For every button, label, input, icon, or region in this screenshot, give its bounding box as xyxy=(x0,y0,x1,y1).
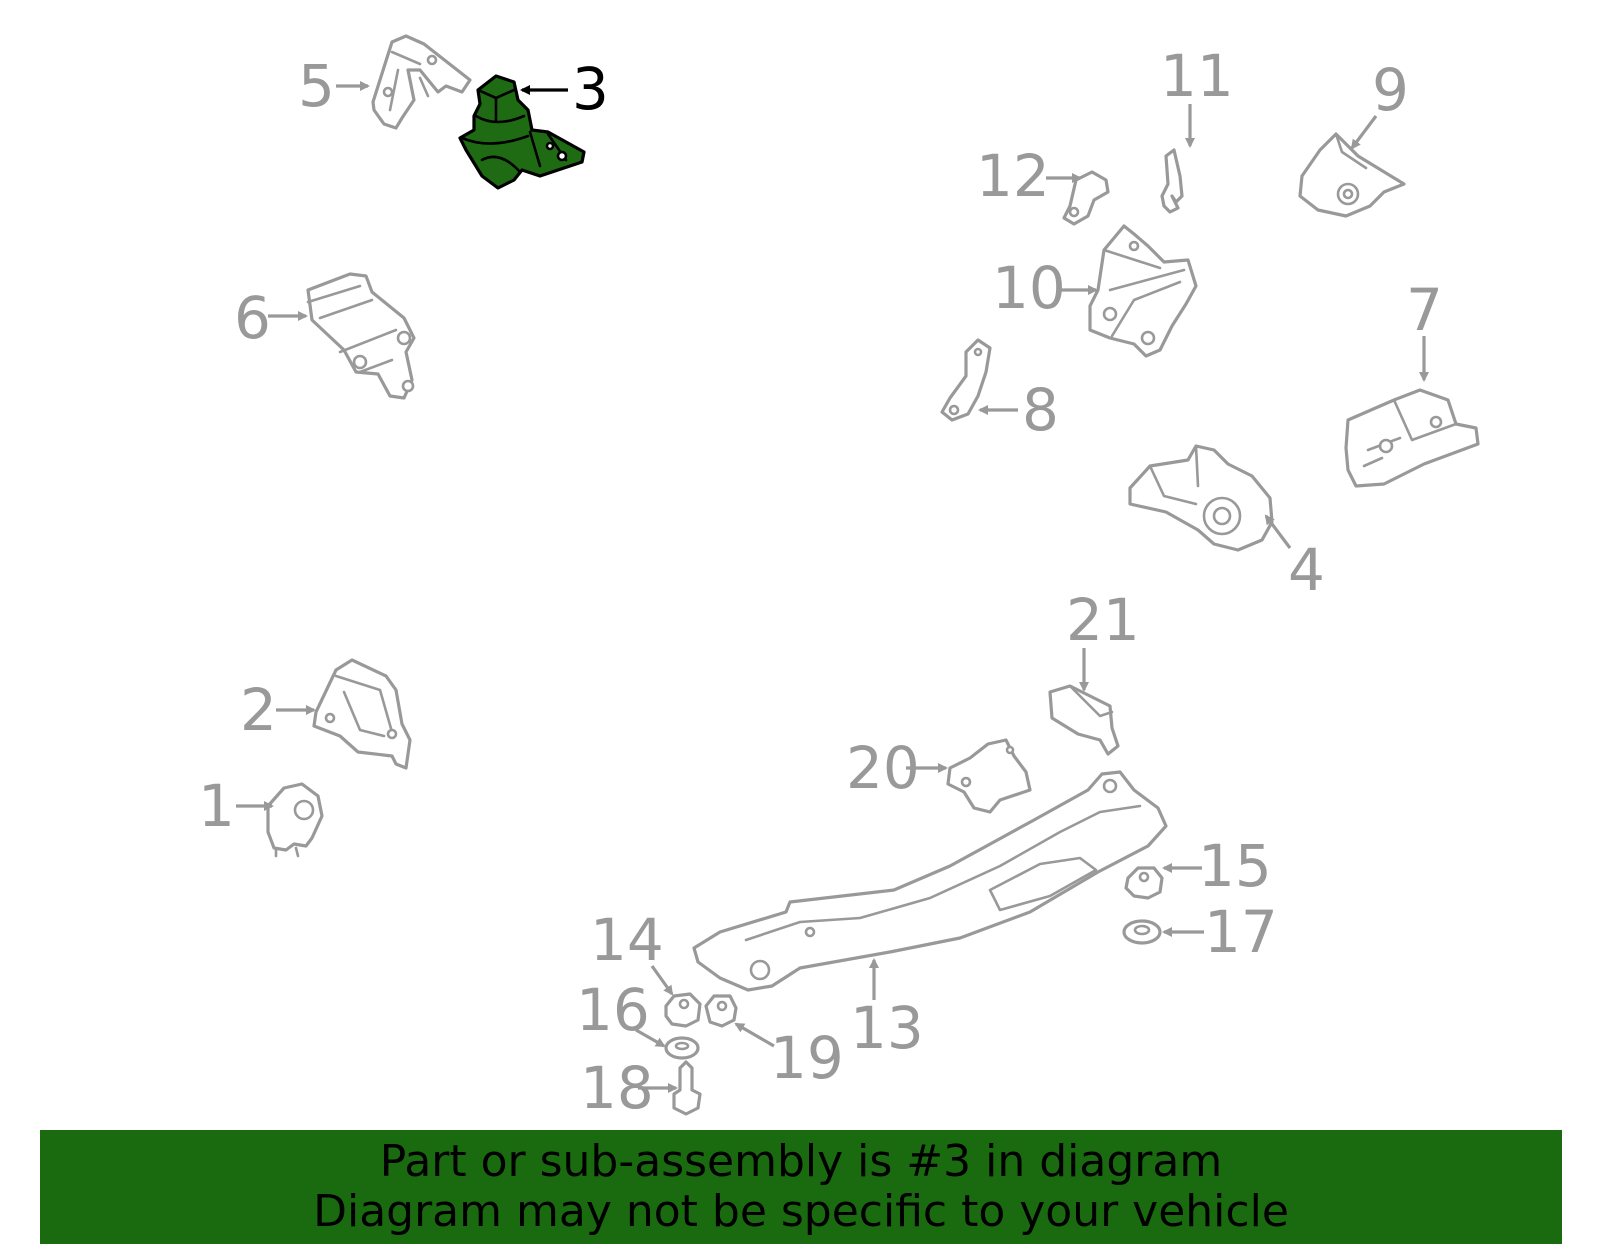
part-21-sensor[interactable] xyxy=(1048,684,1120,756)
part-10-bracket[interactable] xyxy=(1088,224,1198,358)
part-11-clip[interactable] xyxy=(1160,148,1184,214)
callout-5[interactable]: 5 xyxy=(298,52,335,120)
callout-20[interactable]: 20 xyxy=(846,734,920,802)
part-2-bracket[interactable] xyxy=(312,658,412,770)
callout-11[interactable]: 11 xyxy=(1160,42,1234,110)
banner-line-1: Part or sub-assembly is #3 in diagram xyxy=(379,1136,1223,1187)
callout-3[interactable]: 3 xyxy=(572,55,609,123)
callout-21[interactable]: 21 xyxy=(1066,586,1140,654)
callout-15[interactable]: 15 xyxy=(1198,832,1272,900)
part-19-bushing[interactable] xyxy=(704,994,738,1028)
banner-line-2: Diagram may not be specific to your vehi… xyxy=(313,1186,1289,1237)
callout-1[interactable]: 1 xyxy=(198,772,235,840)
callout-17[interactable]: 17 xyxy=(1204,898,1278,966)
callout-18[interactable]: 18 xyxy=(580,1054,654,1122)
part-8-link[interactable] xyxy=(940,338,992,422)
part-15-nut[interactable] xyxy=(1124,866,1164,900)
callout-12[interactable]: 12 xyxy=(976,142,1050,210)
callout-labels: 5 3 6 2 1 11 12 9 10 8 7 4 21 20 13 15 1… xyxy=(198,42,1443,1122)
callout-10[interactable]: 10 xyxy=(992,254,1066,322)
part-17-washer[interactable] xyxy=(1122,919,1162,945)
part-20-bracket[interactable] xyxy=(946,738,1032,814)
callout-6[interactable]: 6 xyxy=(234,284,271,352)
callout-9[interactable]: 9 xyxy=(1372,56,1409,124)
part-4-mount[interactable] xyxy=(1128,444,1274,552)
arrow-4 xyxy=(1264,514,1292,549)
callout-13[interactable]: 13 xyxy=(850,994,924,1062)
arrow-9 xyxy=(1350,115,1378,150)
part-6-bracket[interactable] xyxy=(306,272,416,400)
part-14-nut[interactable] xyxy=(664,992,702,1028)
callout-8[interactable]: 8 xyxy=(1022,376,1059,444)
callout-4[interactable]: 4 xyxy=(1288,536,1325,604)
part-1-mount[interactable] xyxy=(266,782,324,858)
part-12-bracket[interactable] xyxy=(1062,170,1110,226)
callout-7[interactable]: 7 xyxy=(1406,276,1443,344)
arrow-19 xyxy=(734,1022,775,1048)
part-5-bracket[interactable] xyxy=(371,34,472,130)
callout-arrows xyxy=(236,81,1429,1093)
part-13-crossmember[interactable] xyxy=(692,770,1168,992)
arrow-14 xyxy=(650,965,674,996)
callout-16[interactable]: 16 xyxy=(576,976,650,1044)
part-9-mount[interactable] xyxy=(1298,132,1406,218)
callout-2[interactable]: 2 xyxy=(240,676,277,744)
part-16-washer[interactable] xyxy=(664,1036,700,1060)
info-banner: Part or sub-assembly is #3 in diagram Di… xyxy=(40,1130,1562,1244)
callout-19[interactable]: 19 xyxy=(770,1024,844,1092)
part-18-bolt[interactable] xyxy=(672,1060,702,1116)
part-7-mount[interactable] xyxy=(1344,388,1480,488)
part-3-engine-mount[interactable] xyxy=(458,74,586,190)
arrow-16 xyxy=(635,1028,666,1048)
callout-14[interactable]: 14 xyxy=(590,906,664,974)
